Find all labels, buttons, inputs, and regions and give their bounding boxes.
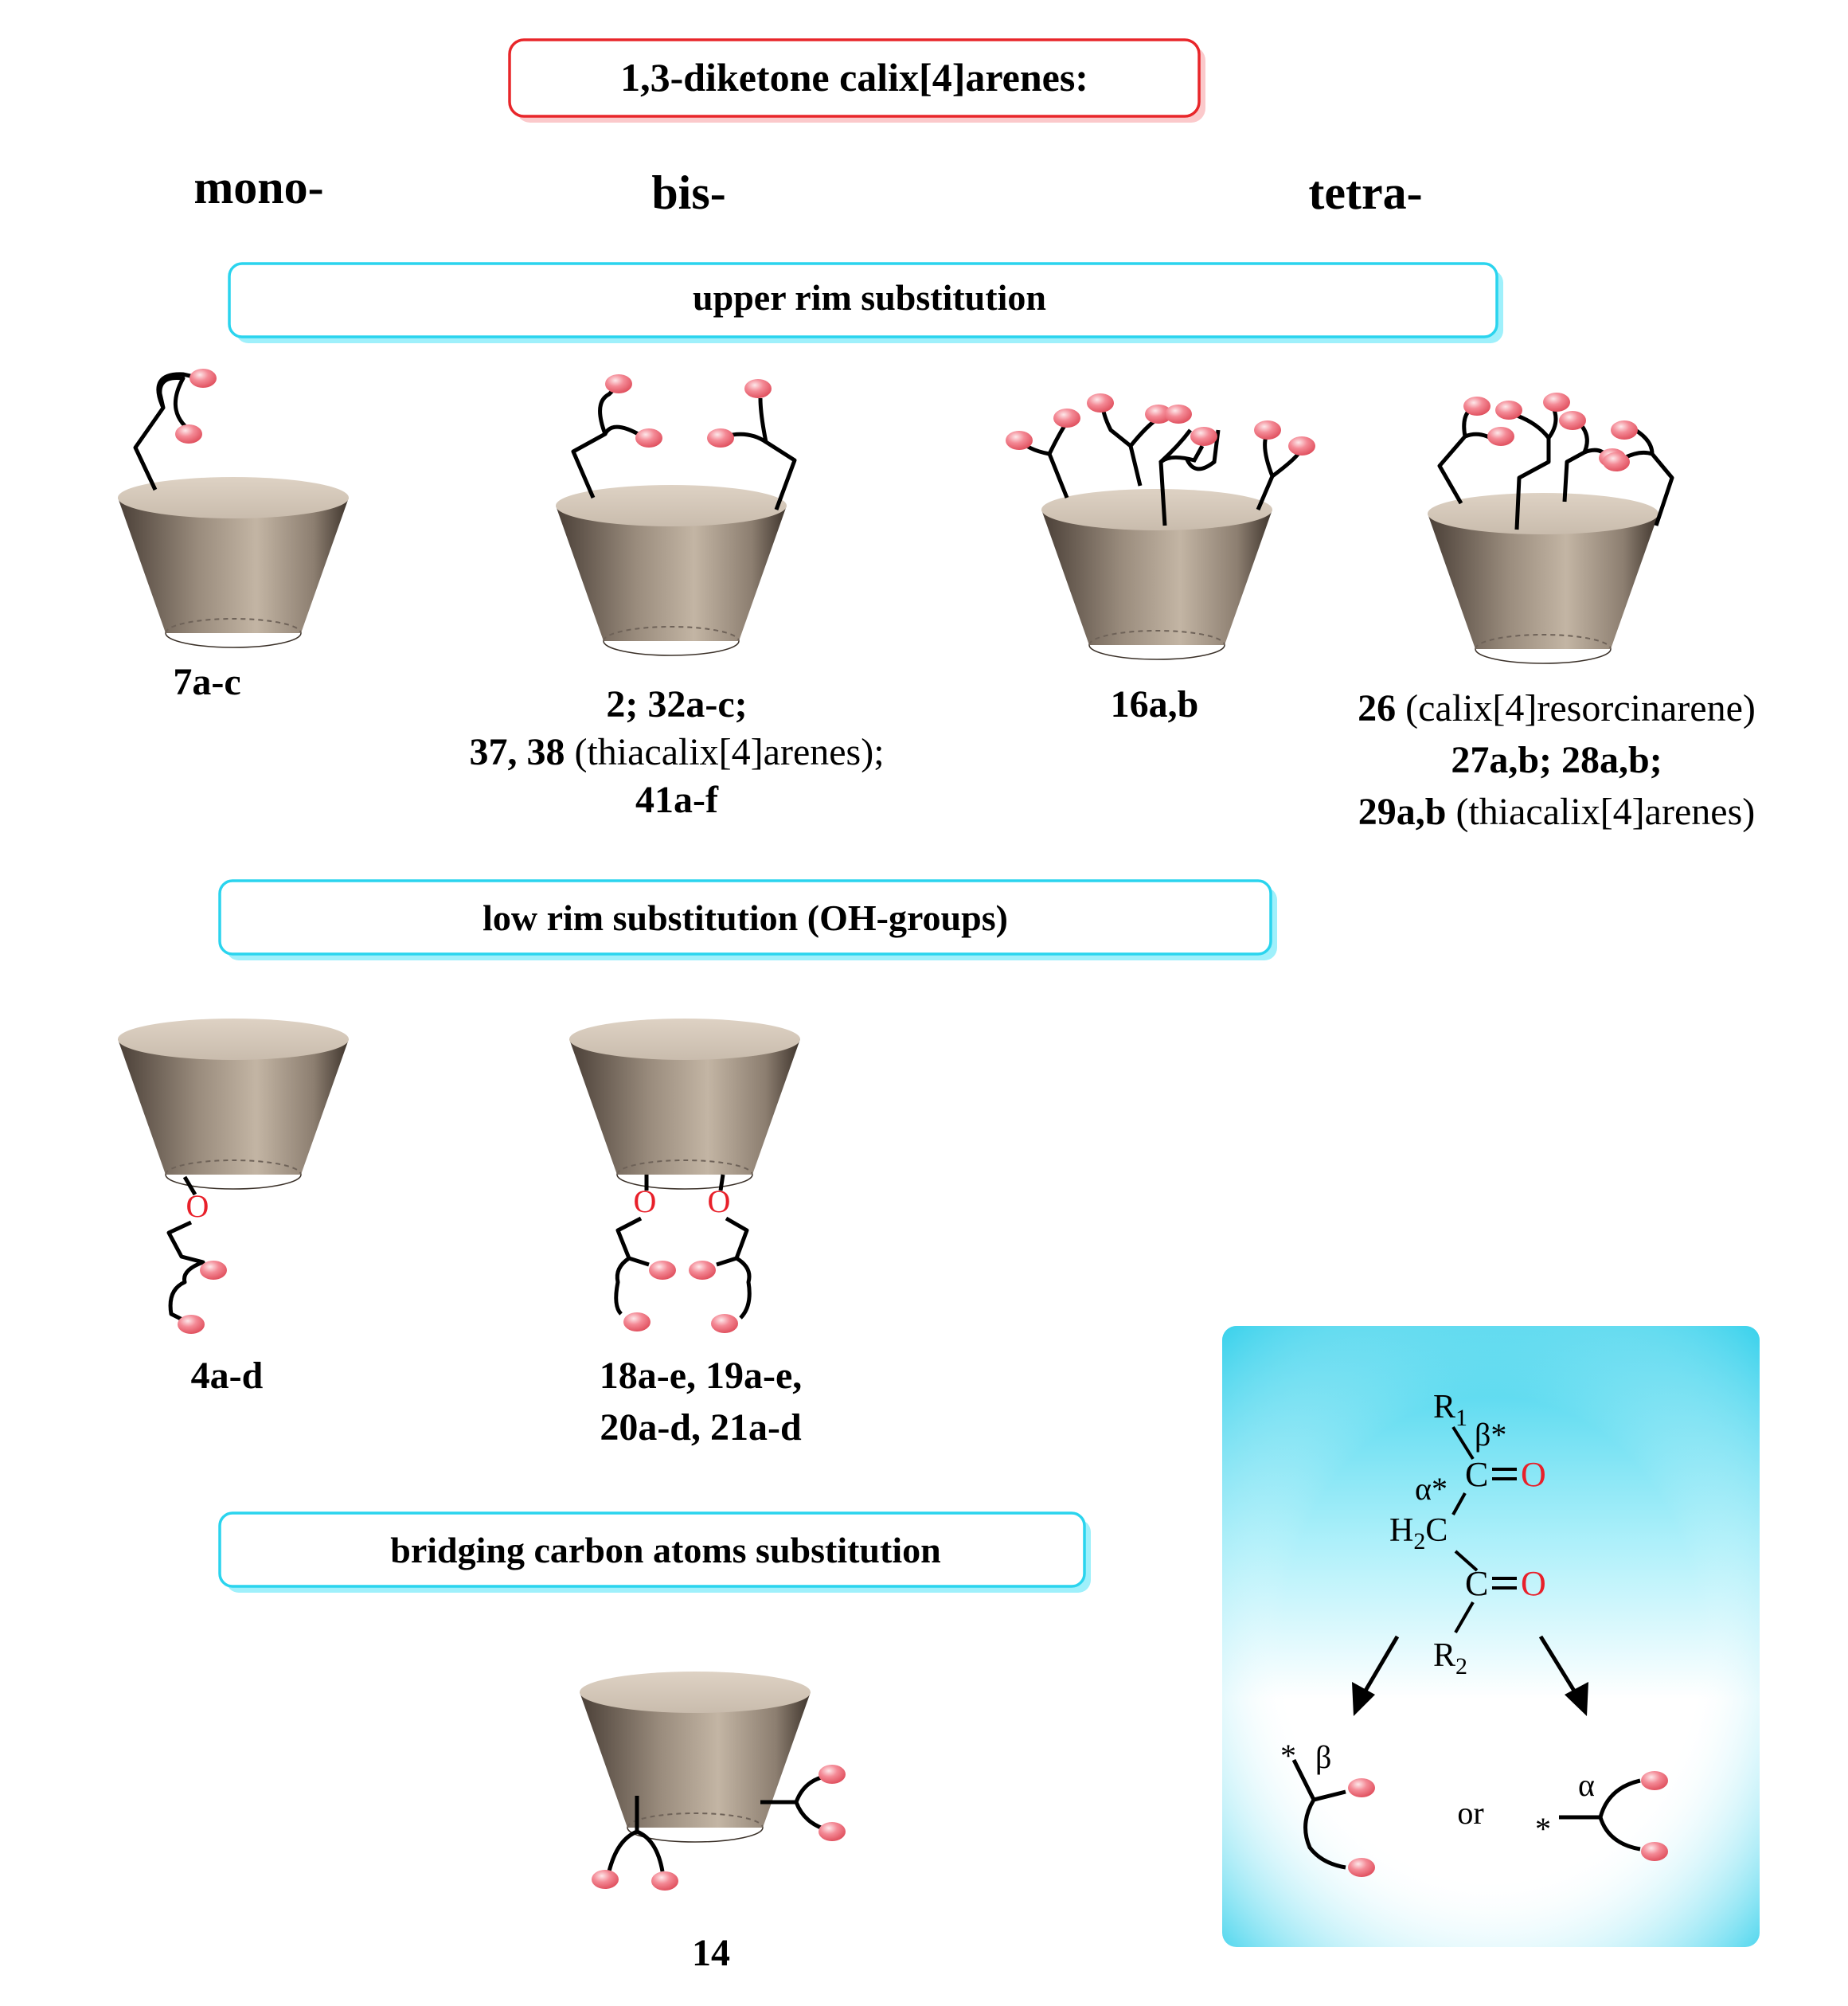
label-27ab-28ab: 27a,b; 28a,b; xyxy=(1451,739,1662,781)
calixarene-tetra-upper-b xyxy=(1427,393,1674,664)
scheme-carbon-upper: C xyxy=(1465,1455,1488,1494)
alpha-substituted-fragment: α * xyxy=(1535,1767,1668,1861)
label-calixresorcinarene: (calix[4]resorcinarene) xyxy=(1396,687,1756,729)
calixarene-bis-lower: O O xyxy=(568,1018,801,1333)
scheme-or: or xyxy=(1457,1795,1483,1831)
section-upper-rim-label: upper rim substitution xyxy=(693,277,1046,318)
scheme-oxygen-lower: O xyxy=(1521,1564,1546,1603)
label-29a-b: 29a,b xyxy=(1358,791,1447,833)
calixarene-mono-lower: O xyxy=(117,1018,350,1334)
scheme-alpha-star: α* xyxy=(1415,1471,1448,1507)
label-thiacalixarenes-bis: (thiacalix[4]arenes); xyxy=(565,731,884,773)
label-14: 14 xyxy=(692,1932,730,1974)
label-37-38: 37, 38 xyxy=(469,731,565,773)
scheme-r2: R2 xyxy=(1433,1637,1467,1679)
label-tetra-upper-b-line1: 26 (calix[4]resorcinarene) xyxy=(1358,687,1756,729)
calixarene-bridging xyxy=(579,1671,846,1891)
oxygen-atom-mono: O xyxy=(186,1188,209,1224)
label-7a-c: 7a-c xyxy=(173,661,240,703)
label-thiacalixarenes-tetra: (thiacalix[4]arenes) xyxy=(1446,791,1755,833)
label-bis-upper-line2: 37, 38 (thiacalix[4]arenes); xyxy=(469,731,884,773)
title-box: 1,3-diketone calix[4]arenes: xyxy=(508,38,1205,123)
label-16a-b: 16a,b xyxy=(1111,683,1199,725)
column-header-bis: bis- xyxy=(651,166,725,219)
section-lower-rim: low rim substitution (OH-groups) xyxy=(218,879,1277,960)
scheme-oxygen-upper: O xyxy=(1521,1455,1546,1494)
calixarene-tetra-upper-a xyxy=(1006,393,1315,660)
section-upper-rim: upper rim substitution xyxy=(228,262,1503,343)
calixarene-mono-upper xyxy=(117,369,350,648)
beta-substituted-fragment: * β xyxy=(1280,1738,1375,1877)
label-tetra-upper-b-line3: 29a,b (thiacalix[4]arenes) xyxy=(1358,791,1755,833)
scheme-star-right: * xyxy=(1535,1811,1551,1847)
column-header-mono: mono- xyxy=(193,161,323,213)
section-bridging-label: bridging carbon atoms substitution xyxy=(390,1530,940,1570)
label-bis-lower: 18a-e, 19a-e, 20a-d, 21a-d xyxy=(600,1355,803,1449)
label-tetra-upper-b: 26 (calix[4]resorcinarene) 27a,b; 28a,b;… xyxy=(1358,687,1756,833)
arrow-left xyxy=(1352,1635,1400,1716)
label-bis-upper: 2; 32a-c; 37, 38 (thiacalix[4]arenes); 4… xyxy=(469,683,884,821)
scheme-r1: R1 xyxy=(1433,1389,1467,1431)
label-4a-d: 4a-d xyxy=(191,1355,264,1397)
section-lower-rim-label: low rim substitution (OH-groups) xyxy=(483,897,1008,938)
label-bis-lower-line1: 18a-e, 19a-e, xyxy=(600,1355,803,1397)
scheme-ch2: H2C xyxy=(1389,1512,1448,1554)
scheme-alpha: α xyxy=(1578,1767,1595,1803)
diketone-scheme-panel: R1 β* C O α* H2C C O R2 * β xyxy=(1222,1326,1760,1947)
figure-title: 1,3-diketone calix[4]arenes: xyxy=(620,55,1088,100)
scheme-beta: β xyxy=(1315,1739,1331,1775)
scheme-star-left: * xyxy=(1280,1738,1296,1773)
arrow-right xyxy=(1538,1635,1588,1716)
scheme-carbon-lower: C xyxy=(1465,1564,1488,1603)
oxygen-atom-bis-right: O xyxy=(708,1183,731,1219)
column-header-tetra: tetra- xyxy=(1308,166,1422,219)
label-41a-f: 41a-f xyxy=(635,779,719,821)
label-26: 26 xyxy=(1358,687,1396,729)
label-bis-lower-line2: 20a-d, 21a-d xyxy=(600,1406,802,1449)
label-bis-upper-line1: 2; 32a-c; xyxy=(606,683,747,725)
calixarene-bis-upper xyxy=(555,374,797,656)
oxygen-atom-bis-left: O xyxy=(634,1183,657,1219)
section-bridging: bridging carbon atoms substitution xyxy=(218,1511,1091,1593)
scheme-beta-star: β* xyxy=(1475,1417,1506,1453)
